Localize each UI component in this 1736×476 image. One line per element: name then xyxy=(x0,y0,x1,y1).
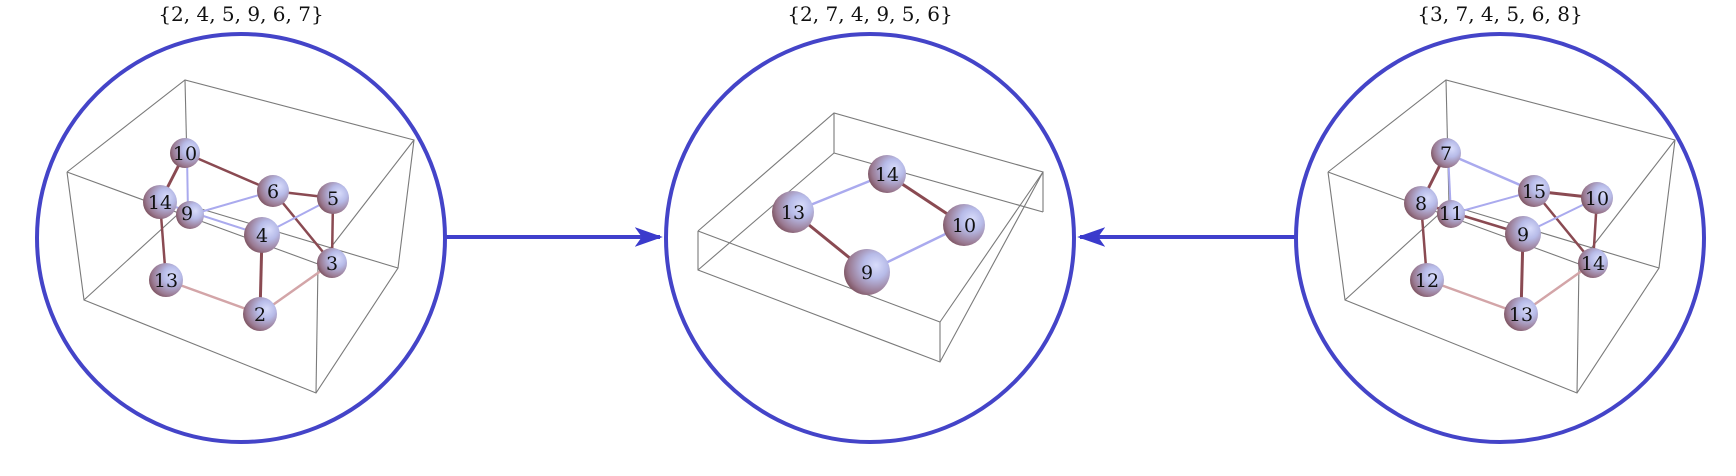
svg-text:13: 13 xyxy=(154,270,178,292)
panel-caption: {2, 7, 4, 9, 5, 6} xyxy=(787,2,952,26)
svg-text:2: 2 xyxy=(254,304,266,326)
svg-text:8: 8 xyxy=(1415,193,1427,215)
graph-node: 4 xyxy=(244,217,280,253)
graph-node: 9 xyxy=(844,249,890,295)
svg-text:14: 14 xyxy=(1581,253,1605,275)
svg-text:13: 13 xyxy=(781,202,805,224)
svg-text:9: 9 xyxy=(1517,224,1529,246)
panel-center: {2, 7, 4, 9, 5, 6} 14 13 xyxy=(664,2,1076,444)
svg-text:13: 13 xyxy=(1509,304,1533,326)
svg-text:3: 3 xyxy=(326,253,338,275)
bounding-box xyxy=(66,79,415,394)
svg-text:14: 14 xyxy=(875,164,899,186)
panel-ring xyxy=(1294,32,1706,444)
graph-node: 2 xyxy=(243,297,277,331)
graph-node: 14 xyxy=(1578,248,1608,278)
panel-ring xyxy=(35,32,447,444)
graph-node: 9 xyxy=(176,201,204,229)
graph-node: 7 xyxy=(1431,138,1461,168)
graph-node: 13 xyxy=(772,191,814,233)
panel-caption: {3, 7, 4, 5, 6, 8} xyxy=(1417,2,1582,26)
svg-text:15: 15 xyxy=(1522,181,1546,203)
svg-text:6: 6 xyxy=(267,181,279,203)
graph-node: 12 xyxy=(1410,263,1444,297)
graph-node: 13 xyxy=(1504,297,1538,331)
svg-text:10: 10 xyxy=(173,143,197,165)
graph-node: 15 xyxy=(1518,175,1550,207)
panel-right: {3, 7, 4, 5, 6, 8} xyxy=(1294,2,1706,444)
graph-node: 14 xyxy=(143,185,177,219)
svg-text:5: 5 xyxy=(327,188,339,210)
svg-text:10: 10 xyxy=(1585,188,1609,210)
svg-text:12: 12 xyxy=(1415,270,1439,292)
svg-text:10: 10 xyxy=(952,215,976,237)
svg-text:14: 14 xyxy=(148,192,172,214)
svg-text:11: 11 xyxy=(1439,203,1463,225)
svg-text:9: 9 xyxy=(861,262,873,284)
graph-node: 10 xyxy=(943,204,985,246)
graph-node: 6 xyxy=(257,175,289,207)
graph-node: 5 xyxy=(317,182,349,214)
panel-left: {2, 4, 5, 9, 6, 7} xyxy=(35,2,447,444)
bounding-box xyxy=(697,112,1044,363)
panel-caption: {2, 4, 5, 9, 6, 7} xyxy=(158,2,323,26)
svg-text:4: 4 xyxy=(256,225,268,247)
graph-node: 3 xyxy=(317,248,347,278)
graph-node: 10 xyxy=(170,138,200,168)
graph-node: 11 xyxy=(1437,200,1465,228)
svg-text:7: 7 xyxy=(1440,143,1452,165)
graph-node: 9 xyxy=(1505,216,1541,252)
svg-text:9: 9 xyxy=(181,203,193,225)
graph-node: 8 xyxy=(1404,186,1438,220)
bounding-box xyxy=(1327,79,1676,394)
graph-node: 13 xyxy=(149,263,183,297)
graph-node: 10 xyxy=(1581,182,1613,214)
panel-ring xyxy=(664,32,1076,444)
graph-node: 14 xyxy=(868,155,906,193)
